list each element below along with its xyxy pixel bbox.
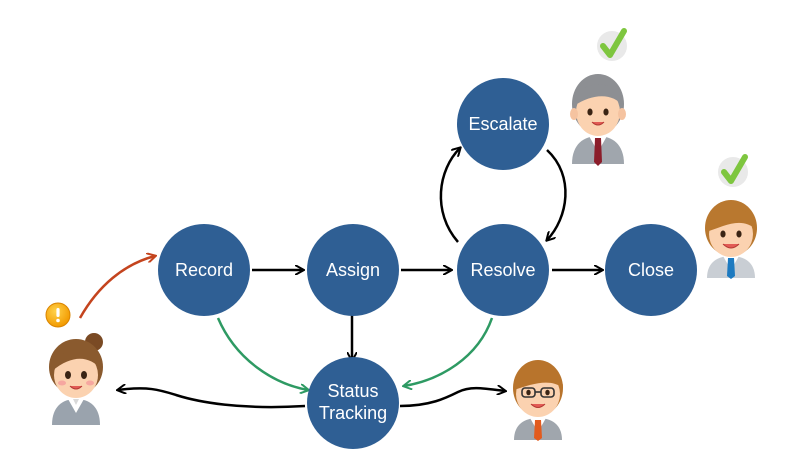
node-resolve: Resolve	[457, 224, 549, 316]
node-resolve-label: Resolve	[470, 260, 535, 280]
arrows	[78, 148, 602, 409]
node-resolve-circle	[457, 224, 549, 316]
node-close: Close	[605, 224, 697, 316]
node-escalate-circle	[457, 78, 549, 170]
arrow-status-to-observer	[399, 388, 505, 408]
observer-avatar-icon	[513, 360, 563, 441]
exclamation-badge-icon	[45, 302, 71, 328]
manager-avatar-icon	[570, 74, 626, 166]
node-assign-label: Assign	[326, 260, 380, 280]
arrow-escalate-to-resolve	[547, 149, 567, 240]
node-status-tracking: Status Tracking	[307, 357, 399, 449]
checkmark-icon	[597, 28, 627, 61]
node-close-label: Close	[628, 260, 674, 280]
customer-avatar-icon	[49, 333, 103, 425]
node-assign: Assign	[307, 224, 399, 316]
node-assign-circle	[307, 224, 399, 316]
node-status-tracking-circle	[307, 357, 399, 449]
checkmark-icon	[718, 154, 748, 187]
node-escalate: Escalate	[457, 78, 549, 170]
node-close-circle	[605, 224, 697, 316]
arrow-customer-to-record	[78, 256, 155, 319]
node-status-tracking-label-line1: Status	[327, 381, 378, 401]
node-escalate-label: Escalate	[468, 114, 537, 134]
node-status-tracking-label-line2: Tracking	[319, 403, 387, 423]
arrow-status-to-customer	[118, 388, 306, 409]
arrow-resolve-to-escalate	[439, 148, 460, 243]
arrow-record-to-status	[216, 317, 308, 390]
arrow-resolve-to-status	[404, 317, 494, 386]
node-record-label: Record	[175, 260, 233, 280]
node-record: Record	[158, 224, 250, 316]
agent-avatar-icon	[705, 200, 757, 279]
node-record-circle	[158, 224, 250, 316]
